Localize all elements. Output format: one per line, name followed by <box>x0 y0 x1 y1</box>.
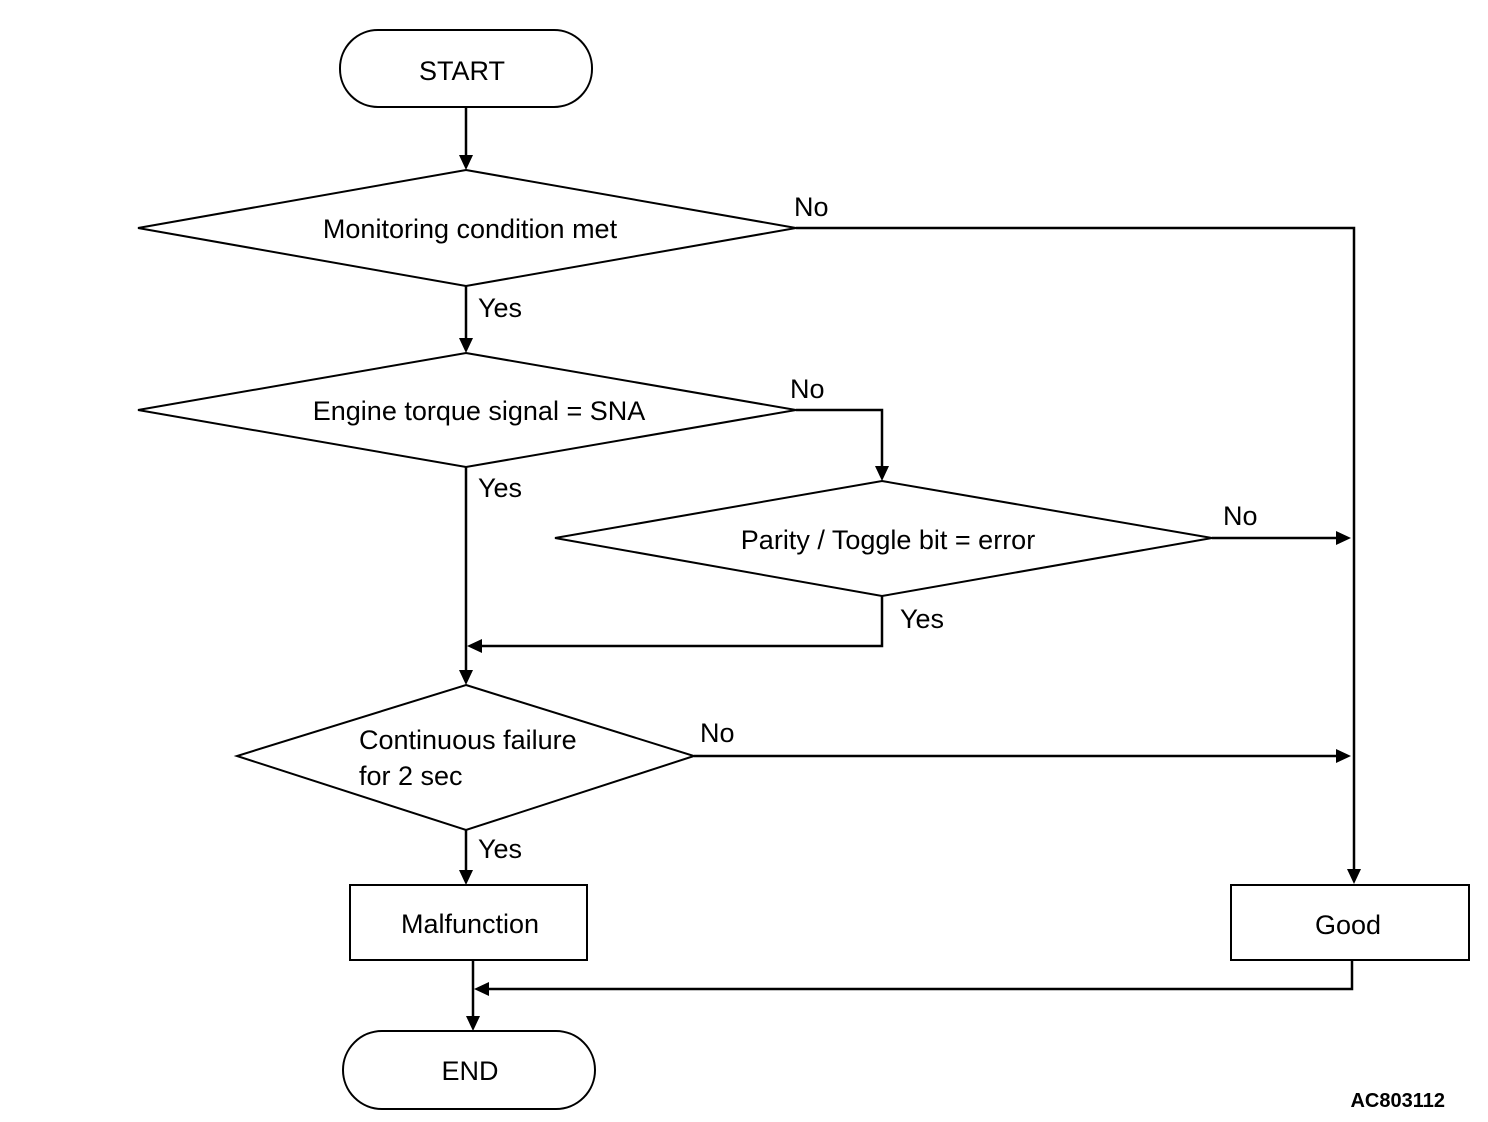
monitoring-no-label: No <box>794 192 829 222</box>
end-terminal <box>342 1030 596 1110</box>
continuous-failure-label-line1: Continuous failure <box>359 725 577 755</box>
connector-good-end <box>487 960 1354 991</box>
arrowhead <box>1336 749 1351 763</box>
connector-monitoring-no-good <box>796 226 1356 872</box>
good-label: Good <box>1315 910 1381 940</box>
arrowhead <box>467 639 482 653</box>
arrowhead <box>459 870 473 885</box>
decision-parity <box>554 479 1213 598</box>
engine-torque-label: Engine torque signal = SNA <box>313 396 645 426</box>
monitoring-yes-label: Yes <box>478 293 522 323</box>
end-label: END <box>441 1056 498 1086</box>
torque-yes-label: Yes <box>478 473 522 503</box>
continuous-no-label: No <box>700 718 735 748</box>
torque-no-label: No <box>790 374 825 404</box>
continuous-yes-label: Yes <box>478 834 522 864</box>
arrowhead <box>875 466 889 481</box>
connector-parity-yes-merge <box>480 596 884 648</box>
monitoring-label: Monitoring condition met <box>323 214 618 244</box>
continuous-failure-label-line2: for 2 sec <box>359 761 463 791</box>
arrowhead <box>459 155 473 170</box>
figure-id: AC803112 <box>1350 1090 1445 1112</box>
arrowhead <box>474 982 489 996</box>
decision-engine-torque <box>137 351 797 469</box>
process-malfunction <box>349 884 588 961</box>
arrowhead <box>466 1016 480 1031</box>
process-good <box>1230 884 1470 961</box>
arrowhead <box>459 338 473 353</box>
arrowhead <box>1347 869 1361 884</box>
arrowhead <box>1336 531 1351 545</box>
parity-yes-label: Yes <box>900 604 944 634</box>
parity-label: Parity / Toggle bit = error <box>741 525 1035 555</box>
connector-torque-no-parity <box>796 408 884 468</box>
arrowhead <box>459 670 473 685</box>
decision-monitoring <box>137 168 797 288</box>
start-label: START <box>419 56 505 86</box>
parity-no-label: No <box>1223 501 1258 531</box>
malfunction-label: Malfunction <box>401 909 539 939</box>
start-terminal <box>339 29 593 108</box>
decision-continuous-failure <box>233 683 698 832</box>
